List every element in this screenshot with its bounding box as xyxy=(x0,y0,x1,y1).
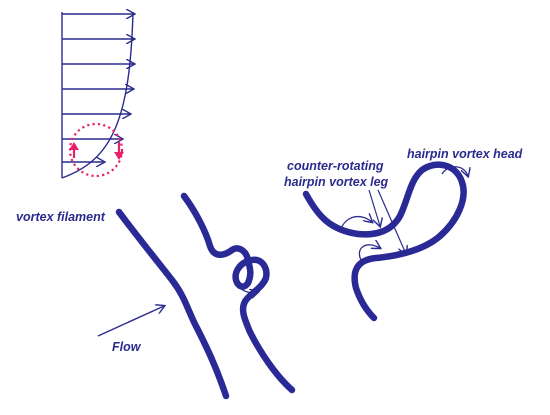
leg-rotation-arrow xyxy=(358,245,380,263)
hairpin-head-label: hairpin vortex head xyxy=(407,147,523,161)
vortex-filament-tube xyxy=(115,208,230,400)
kinked-filament-tube xyxy=(180,192,296,394)
dotted-circle-rotation-icon xyxy=(68,122,124,178)
head-rotation-arrow xyxy=(441,166,468,176)
counter-rotating-label: counter-rotating xyxy=(287,159,384,173)
hairpin-vortex-tube xyxy=(302,161,467,322)
leg-rotation-arrow xyxy=(339,217,372,233)
hairpin-leg-label: hairpin vortex leg xyxy=(284,175,389,189)
leg-pointer-line xyxy=(377,189,406,254)
flow-label: Flow xyxy=(112,340,142,354)
arrow-up-right-icon xyxy=(97,306,164,337)
profile-curve xyxy=(61,11,134,179)
velocity-profile xyxy=(61,11,134,179)
leg-pointer-line xyxy=(368,189,380,226)
kink-rotation-arrow xyxy=(234,267,258,293)
vortex-filament-label: vortex filament xyxy=(16,210,106,224)
